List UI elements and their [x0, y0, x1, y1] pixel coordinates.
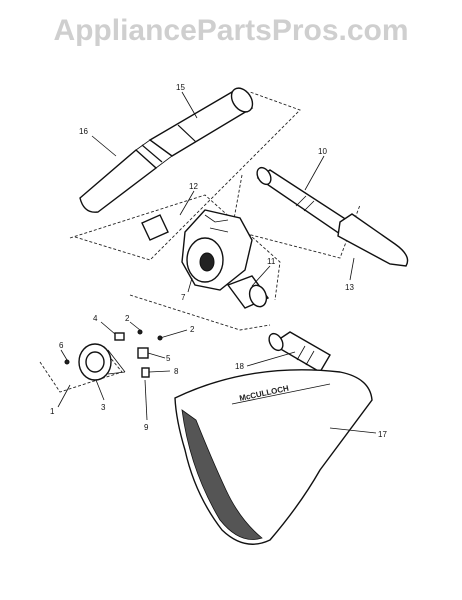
leader-10 [304, 155, 325, 191]
collar-18 [270, 331, 331, 373]
blower-tube-assembly [74, 87, 301, 261]
callout-15: 15 [176, 83, 185, 92]
leader-7 [187, 277, 193, 293]
leader-8 [148, 370, 171, 373]
bag-shading [181, 409, 263, 540]
callout-2b: 2 [190, 325, 195, 334]
leader-15 [181, 91, 198, 119]
leader-18 [246, 351, 296, 367]
tube-section-16 [79, 149, 158, 213]
screw-6 [64, 359, 70, 365]
callout-12: 12 [189, 182, 198, 191]
leader-1 [57, 384, 71, 408]
tube-end-cap [230, 87, 254, 113]
watermark-text: AppliancePartsPros.com [53, 14, 409, 47]
vac-tube-collar [256, 166, 272, 186]
callout-10: 10 [318, 147, 327, 156]
collar-rings [296, 345, 315, 366]
leader-11 [251, 265, 271, 287]
leader-12 [179, 190, 195, 216]
clip-8 [141, 367, 150, 378]
leader-2a [129, 321, 141, 331]
bag-label-line [231, 383, 331, 405]
leader-3 [95, 379, 105, 401]
housing-outline-lower [129, 294, 271, 331]
housing-ribs [204, 214, 229, 233]
callout-9: 9 [144, 423, 149, 432]
callout-3: 3 [101, 403, 106, 412]
knob-shaft [107, 349, 126, 375]
callout-4: 4 [93, 314, 98, 323]
callout-1: 1 [50, 407, 55, 416]
vac-tube-upper [256, 169, 352, 235]
leader-16 [91, 135, 117, 157]
tube-ring [141, 144, 163, 163]
callout-2a: 2 [125, 314, 130, 323]
leader-2b [159, 329, 188, 339]
leader-4 [100, 321, 116, 335]
vac-tube-nozzle [337, 213, 409, 267]
knob-center [85, 351, 105, 373]
leader-5 [147, 352, 166, 359]
leader-17 [329, 427, 377, 434]
callout-8: 8 [174, 367, 179, 376]
filter-plate-12 [141, 214, 169, 241]
bag-collar-group [246, 331, 331, 373]
callout-11: 11 [267, 257, 276, 266]
clip-4 [114, 332, 125, 341]
leader-6 [60, 349, 68, 361]
intake-hub [199, 252, 215, 272]
screw-2a [137, 329, 143, 335]
hardware-group [39, 321, 188, 421]
callout-17: 17 [378, 430, 387, 439]
leader-13 [349, 257, 355, 281]
leader-9 [144, 379, 148, 421]
callout-6: 6 [59, 341, 64, 350]
callout-18: 18 [235, 362, 244, 371]
bracket-5 [137, 347, 149, 359]
callout-16: 16 [79, 127, 88, 136]
tube-band [177, 124, 197, 143]
vacuum-tube-assembly [231, 166, 409, 267]
collar-end [268, 332, 284, 352]
callout-13: 13 [345, 283, 354, 292]
collection-bag: McCULLOCH [174, 369, 377, 545]
callout-5: 5 [166, 354, 171, 363]
tube-group-outline [74, 91, 301, 261]
callout-7: 7 [181, 293, 186, 302]
vac-tube-rings [295, 195, 315, 212]
blower-housing-group [69, 194, 281, 331]
coupler-end [248, 284, 268, 308]
